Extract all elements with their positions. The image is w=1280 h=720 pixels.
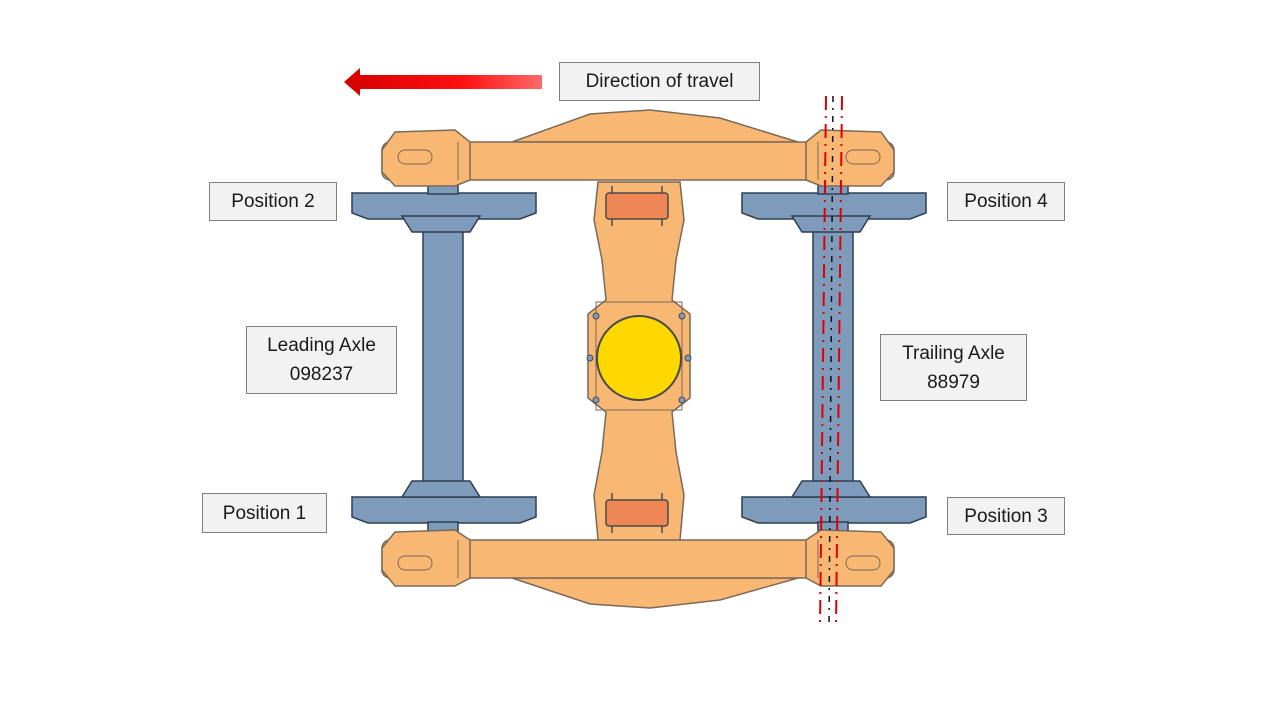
centre-pivot-icon [586,312,692,404]
marker-lines [819,95,843,629]
leading-axle-title: Leading Axle [267,335,376,356]
position-2-text: Position 2 [231,191,315,212]
position-3-label: Position 3 [947,497,1065,535]
frame-details [397,142,881,578]
trailing-axle-title: Trailing Axle [902,342,1005,364]
direction-of-travel-label: Direction of travel [559,62,760,101]
leading-axle-number: 098237 [289,364,354,385]
side-bearer-pad-bottom [605,493,669,533]
trailing-axle-label: Trailing Axle 88979 [880,334,1027,401]
position-4-text: Position 4 [964,191,1048,212]
position-2-label: Position 2 [209,182,337,221]
position-1-label: Position 1 [202,493,327,533]
leading-axle-label: Leading Axle 098237 [246,326,397,394]
bogie-frame [381,109,895,609]
position-4-label: Position 4 [947,182,1065,221]
leading-wheelset [351,179,537,535]
direction-arrow-icon [344,68,542,96]
trailing-axle-number: 88979 [927,371,980,393]
position-3-text: Position 3 [964,505,1048,527]
direction-text: Direction of travel [585,71,734,92]
side-bearer-pad-top [605,186,669,226]
position-1-text: Position 1 [222,502,307,524]
